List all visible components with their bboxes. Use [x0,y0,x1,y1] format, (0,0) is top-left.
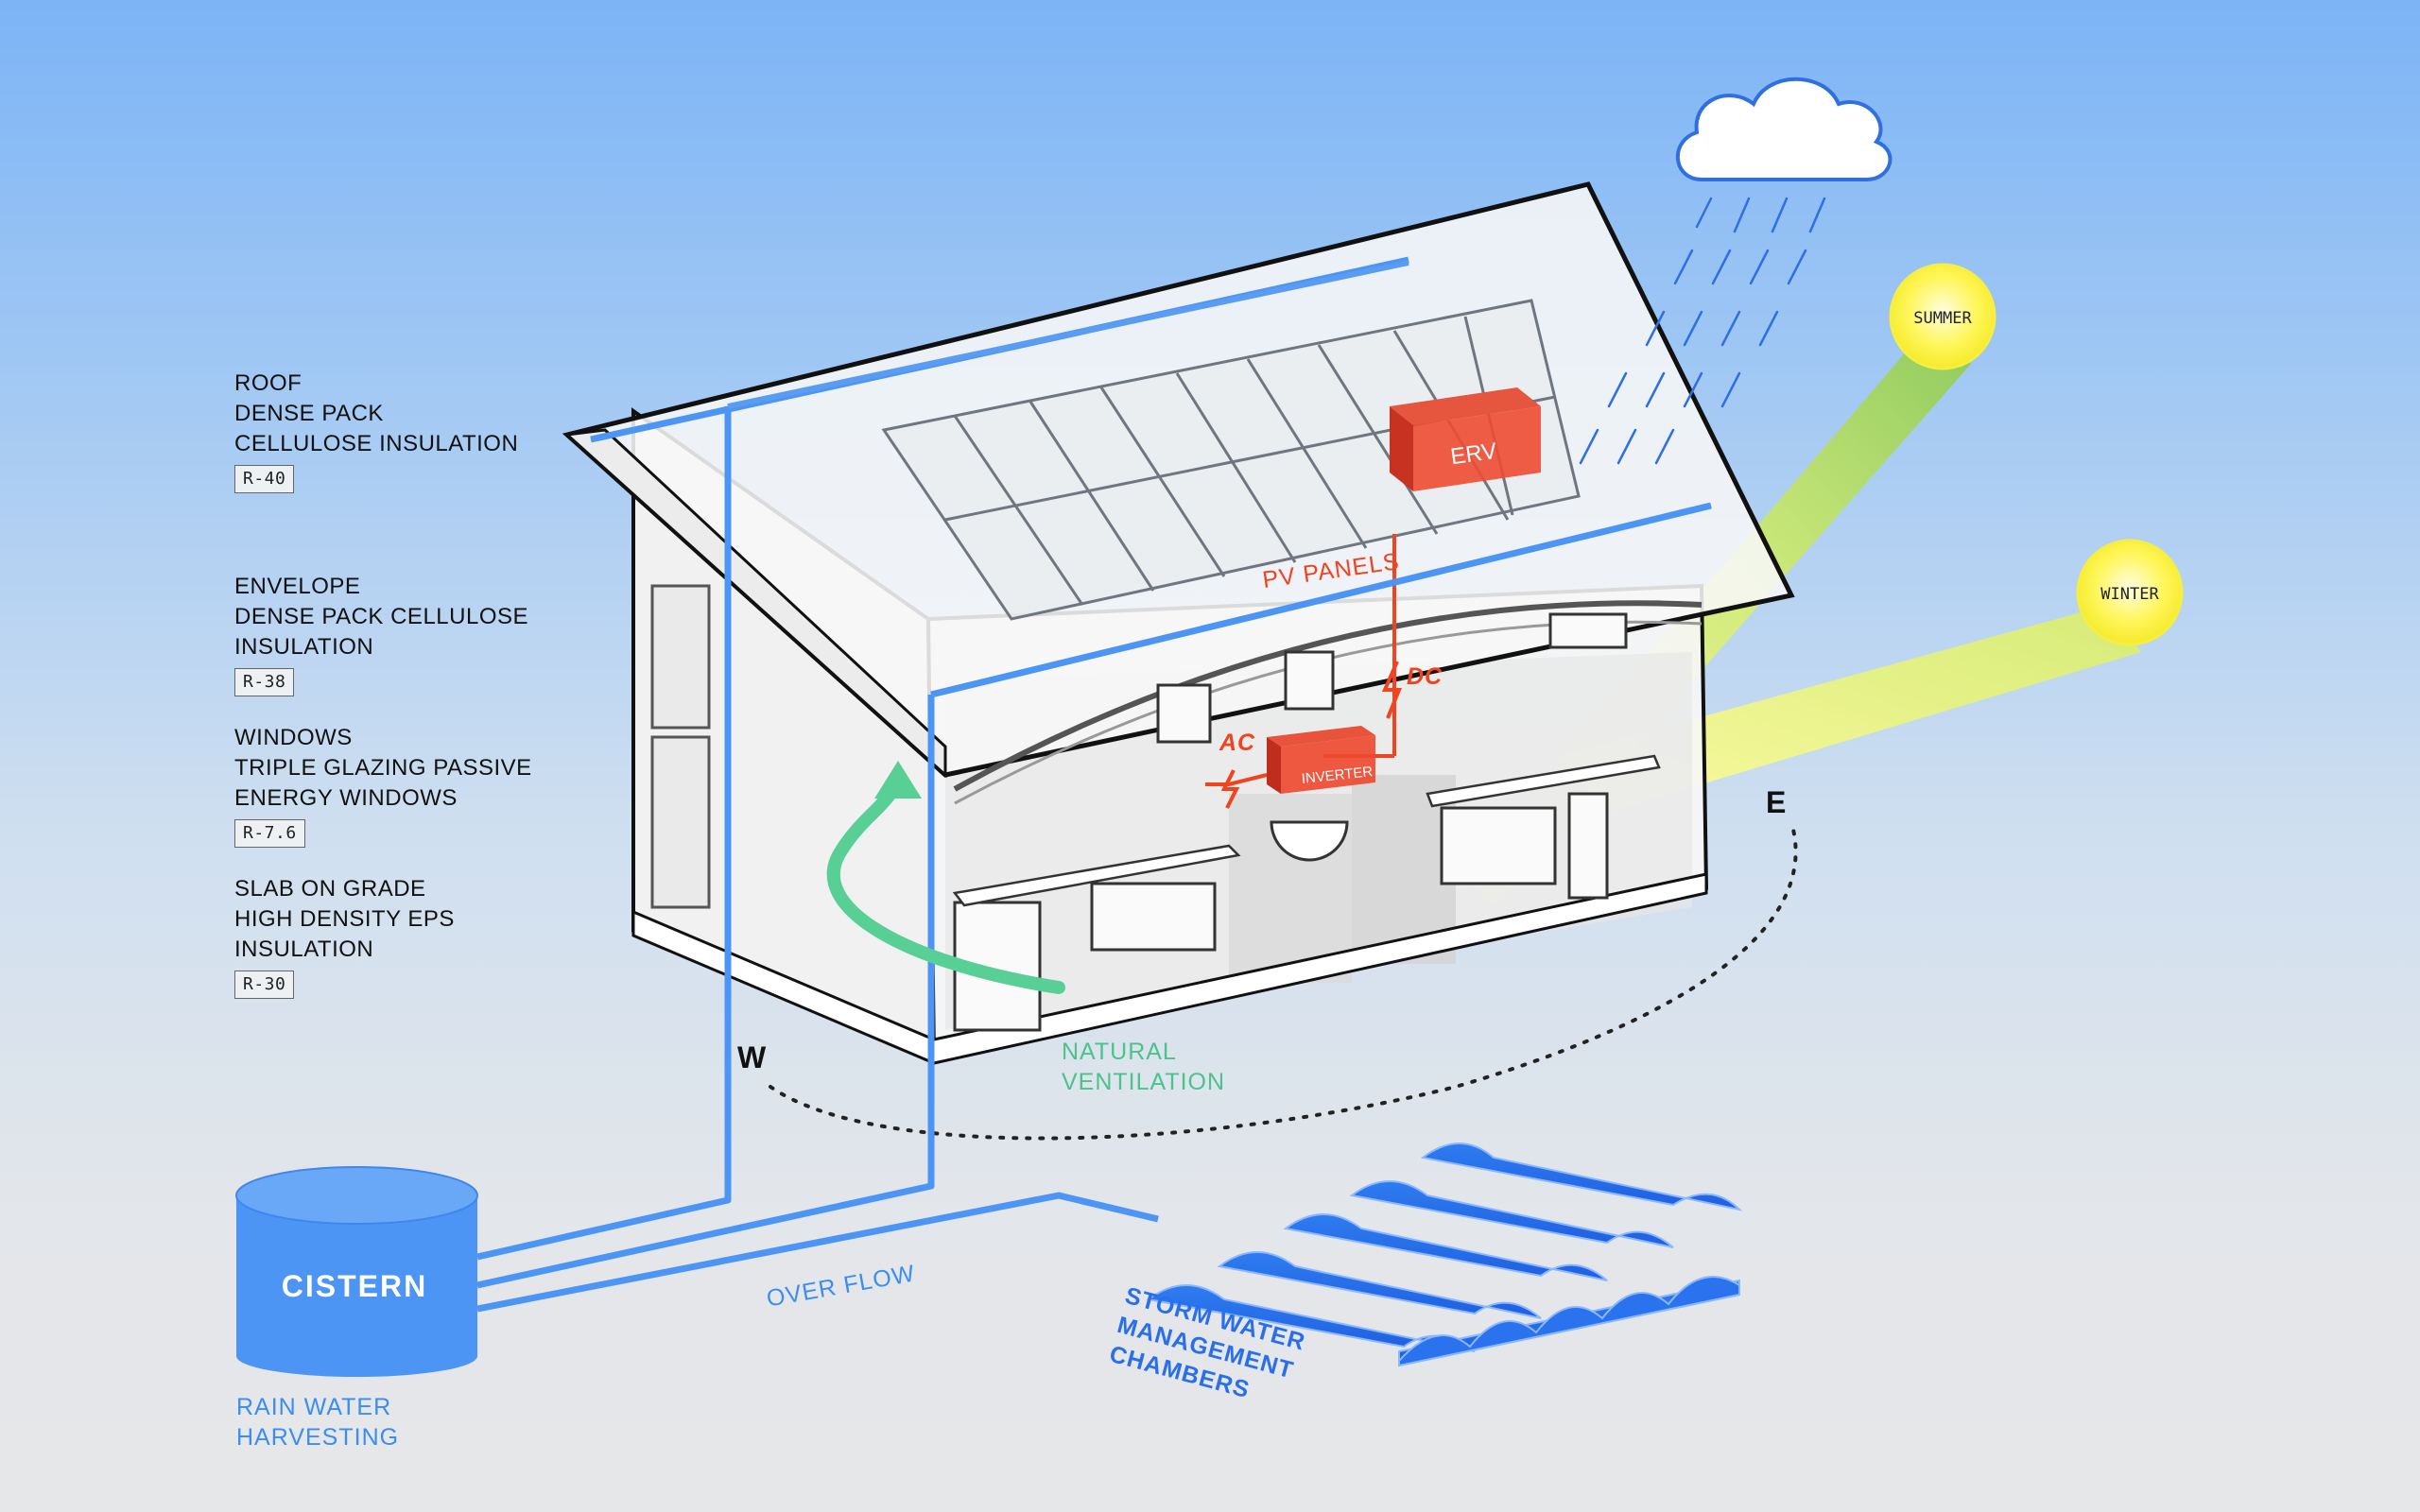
rain-icon [1579,197,1826,465]
ventilation-label: NATURAL VENTILATION [1062,1037,1225,1097]
cistern-tank [235,1166,478,1377]
summer-sun-icon [1889,263,1996,370]
spec-slab-line-3: INSULATION [234,936,374,962]
spec-envelope-line-2: DENSE PACK CELLULOSE [234,604,528,629]
spec-envelope: ENVELOPE DENSE PACK CELLULOSE INSULATION… [234,572,528,696]
spec-slab-line-1: SLAB ON GRADE [234,876,426,902]
dc-lightning-icon [1381,661,1402,719]
pv-panel-array [881,299,1581,621]
spec-roof-rating: R-40 [234,465,295,493]
sun-path-orbit [769,820,1798,1141]
spec-windows-line-3: ENERGY WINDOWS [234,785,458,811]
rain-harvesting-label: RAIN WATER HARVESTING [236,1392,399,1452]
spec-roof-line-2: DENSE PACK [234,401,384,426]
compass-east: E [1766,785,1786,819]
cloud-icon [1675,77,1893,181]
spec-slab-line-2: HIGH DENSITY EPS [234,906,455,932]
spec-envelope-line-3: INSULATION [234,634,374,660]
spec-roof-line-1: ROOF [234,370,302,396]
spec-envelope-line-1: ENVELOPE [234,574,361,599]
ventilation-arrow [826,761,1065,994]
roof-gutter-line [727,260,1409,409]
dc-label: DC [1407,663,1443,690]
spec-envelope-rating: R-38 [234,668,295,696]
spec-slab: SLAB ON GRADE HIGH DENSITY EPS INSULATIO… [234,874,455,999]
spec-windows-rating: R-7.6 [234,819,305,848]
spec-windows: WINDOWS TRIPLE GLAZING PASSIVE ENERGY WI… [234,723,532,848]
spec-roof: ROOF DENSE PACK CELLULOSE INSULATION R-4… [234,369,518,493]
spec-windows-line-1: WINDOWS [234,725,353,750]
spec-windows-line-2: TRIPLE GLAZING PASSIVE [234,755,532,781]
house [562,181,1795,1065]
summer-label: SUMMER [1913,309,1972,328]
storm-water-chambers [1146,1143,1743,1367]
compass-west: W [737,1040,767,1074]
inverter-unit [1267,726,1375,794]
ventilation-line-1: NATURAL [1062,1039,1177,1065]
winter-sun-icon [2076,539,2184,646]
ac-lightning-icon [1220,769,1240,809]
cistern-label: CISTERN [282,1269,427,1303]
spec-slab-rating: R-30 [234,971,295,999]
rain-line-2: HARVESTING [236,1424,400,1451]
ventilation-line-2: VENTILATION [1062,1069,1226,1095]
ac-label: AC [1219,730,1256,756]
winter-label: WINTER [2100,585,2159,604]
erv-unit [1390,387,1541,491]
rain-line-1: RAIN WATER [236,1394,392,1420]
erv-label: ERV [1449,438,1498,471]
spec-roof-line-3: CELLULOSE INSULATION [234,431,519,456]
